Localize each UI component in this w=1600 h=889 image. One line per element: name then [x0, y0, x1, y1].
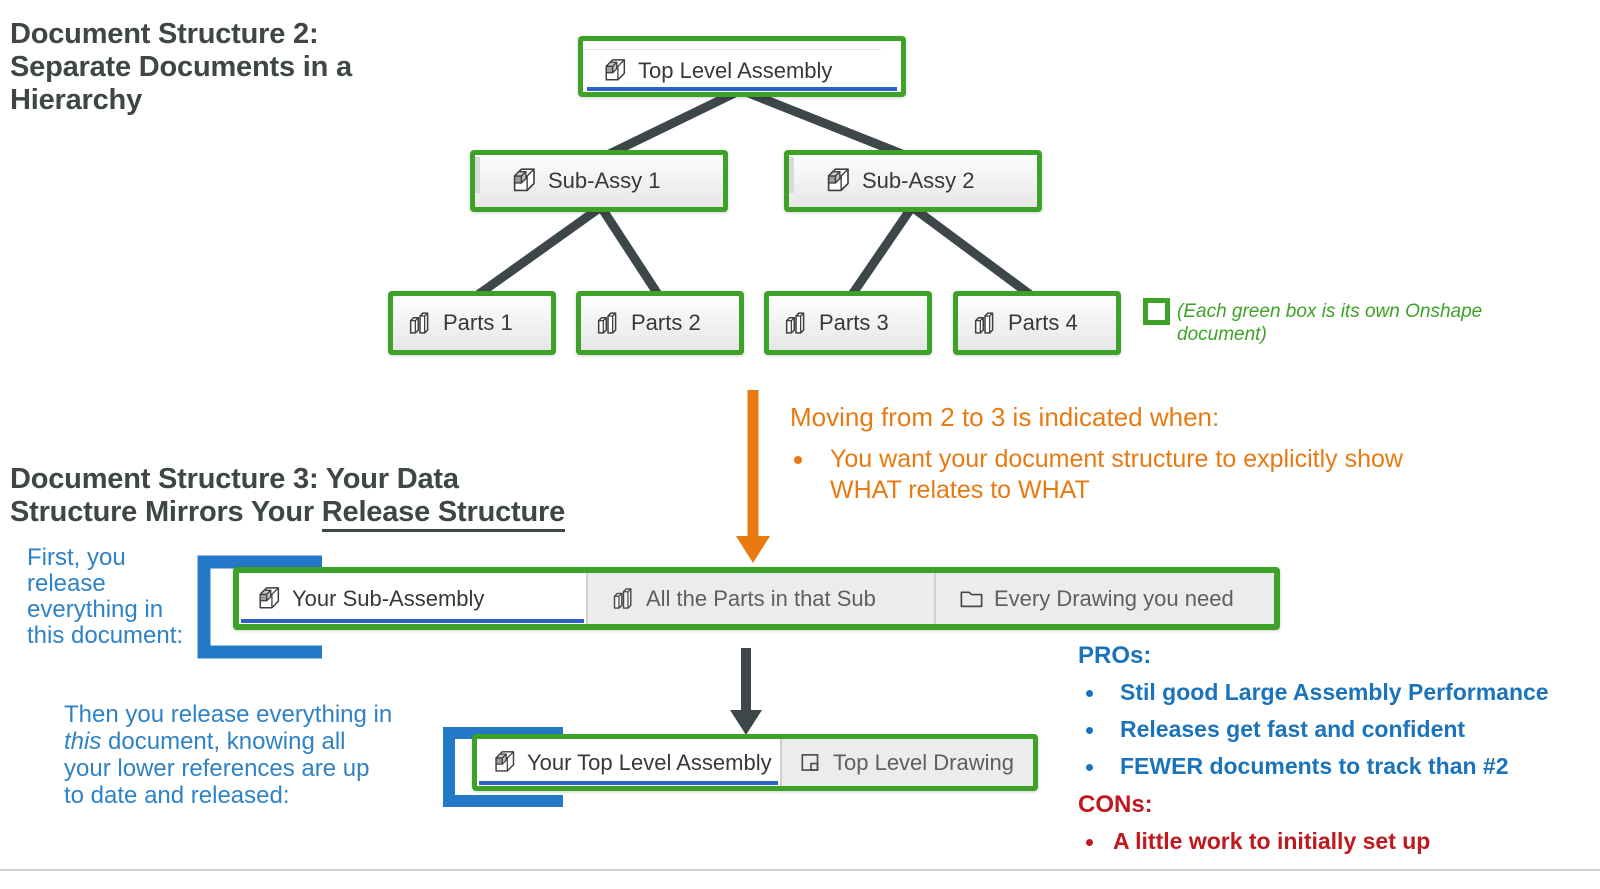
heading-document-structure-2: Document Structure 2: Separate Documents… — [10, 18, 352, 116]
note-then-release: Then you release everything in this docu… — [64, 701, 396, 809]
node-label: Top Level Assembly — [638, 58, 833, 83]
assembly-cube-icon — [823, 166, 853, 196]
node-parts-3: Parts 3 — [764, 291, 932, 355]
tab-label: All the Parts in that Sub — [646, 585, 876, 611]
tab-top-level-drawing: Top Level Drawing — [780, 739, 1033, 786]
tab-label: Top Level Drawing — [833, 749, 1014, 775]
cons-item: A little work to initially set up — [1113, 828, 1431, 854]
blue-brackets — [197, 555, 563, 807]
tab-label: Your Top Level Assembly — [527, 749, 772, 775]
orange-bullet-dot — [794, 456, 802, 464]
node-top-level-assembly: Top Level Assembly — [578, 36, 906, 97]
legend-text: (Each green box is its own Onshape docum… — [1177, 301, 1483, 345]
node-sub-assy-2: Sub-Assy 2 — [784, 150, 1042, 212]
node-parts-2: Parts 2 — [576, 291, 744, 355]
tab-your-sub-assembly: Your Sub-Assembly — [239, 573, 586, 624]
transition-bullet-text: You want your document structure to expl… — [830, 445, 1403, 504]
active-tab-indicator — [479, 781, 778, 785]
assembly-cube-icon — [509, 166, 539, 196]
node-label: Sub-Assy 1 — [548, 168, 661, 193]
heading-document-structure-3: Document Structure 3: Your Data Structur… — [10, 463, 565, 532]
part-studio-icon — [610, 585, 637, 612]
folder-icon — [958, 585, 985, 612]
tree-connector-lines — [469, 85, 1039, 303]
note-then-italic-this: this — [64, 728, 102, 755]
part-studio-icon — [406, 309, 434, 337]
cons-heading: CONs: — [1078, 791, 1153, 818]
node-label: Parts 3 — [819, 310, 889, 335]
pros-bullet-dot — [1086, 690, 1093, 697]
blue-bracket-then — [443, 727, 563, 807]
node-label: Sub-Assy 2 — [862, 168, 975, 193]
node-parts-4: Parts 4 — [953, 291, 1121, 355]
tab-label: Every Drawing you need — [994, 585, 1234, 611]
heading3-line2: Structure Mirrors Your Release Structure — [10, 496, 565, 532]
active-tab-indicator — [587, 87, 897, 91]
tab-edge-sliver — [475, 157, 480, 194]
document-box-top-release: Your Top Level Assembly Top Level Drawin… — [472, 734, 1038, 791]
node-parts-1: Parts 1 — [388, 291, 556, 355]
tab-your-top-level-assembly: Your Top Level Assembly — [477, 739, 780, 786]
tab-label: Your Sub-Assembly — [292, 585, 485, 611]
document-box-sub-release: Your Sub-Assembly All the Parts in that … — [233, 567, 1280, 630]
charcoal-down-arrow — [730, 648, 762, 735]
slide-bottom-edge — [0, 869, 1600, 871]
node-label: Parts 1 — [443, 310, 513, 335]
pros-heading: PROs: — [1078, 642, 1152, 669]
heading3-release-structure-underlined: Release Structure — [321, 496, 565, 532]
transition-heading: Moving from 2 to 3 is indicated when: — [790, 402, 1220, 432]
node-sub-assy-1: Sub-Assy 1 — [470, 150, 728, 212]
note-then-suffix: document, knowing all your lower referen… — [64, 728, 370, 809]
pros-item: Releases get fast and confident — [1120, 716, 1466, 742]
tab-edge-sliver — [789, 157, 794, 194]
pros-bullet-dot — [1086, 764, 1093, 771]
node-label: Parts 2 — [631, 310, 701, 335]
tab-every-drawing: Every Drawing you need — [934, 573, 1274, 624]
tab-all-parts-in-sub: All the Parts in that Sub — [586, 573, 934, 624]
drawing-sheet-icon — [798, 750, 824, 776]
note-then-prefix: Then you release everything in — [64, 701, 393, 728]
assembly-cube-icon — [601, 57, 629, 85]
part-studio-icon — [594, 309, 622, 337]
part-studio-icon — [782, 309, 810, 337]
tab-strip — [583, 41, 881, 50]
assembly-cube-icon — [255, 585, 283, 613]
node-label: Parts 4 — [1008, 310, 1078, 335]
heading3-line1: Document Structure 3: Your Data — [10, 463, 459, 495]
active-tab-indicator — [241, 619, 584, 623]
pros-item: FEWER documents to track than #2 — [1120, 753, 1509, 779]
orange-down-arrow — [736, 390, 770, 563]
pros-bullet-dot — [1086, 727, 1093, 734]
part-studio-icon — [971, 309, 999, 337]
cons-bullet-dot — [1086, 839, 1093, 846]
legend-green-box-swatch — [1143, 298, 1170, 325]
heading3-line2-prefix: Structure Mirrors Your — [10, 496, 322, 528]
note-first-release: First, you release everything in this do… — [27, 544, 184, 649]
assembly-cube-icon — [491, 749, 518, 776]
blue-bracket-first — [197, 555, 322, 659]
pros-item: Stil good Large Assembly Performance — [1120, 679, 1549, 705]
